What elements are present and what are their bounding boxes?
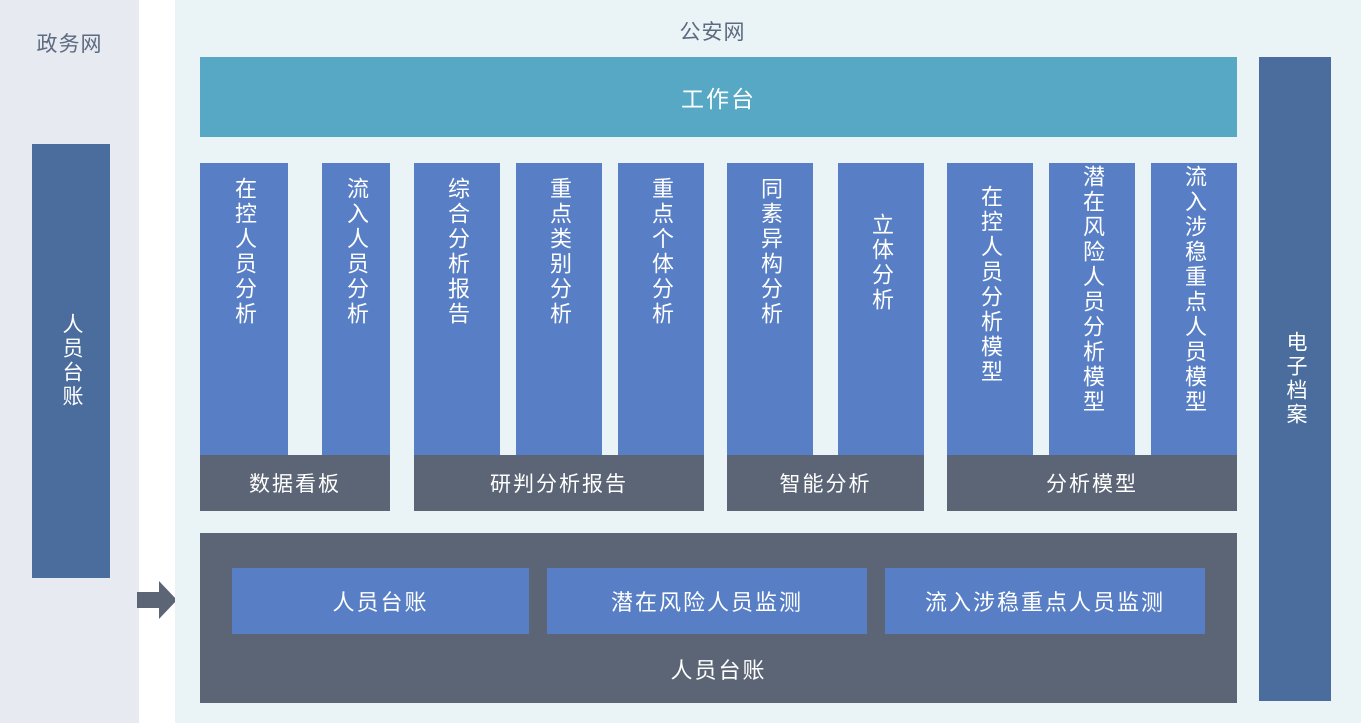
module-group-cards: 综合分析报告 重点类别分析 重点个体分析 — [414, 163, 704, 455]
personnel-ledger-tiles: 人员台账 潜在风险人员监测 流入涉稳重点人员监测 — [232, 568, 1205, 634]
module-card[interactable]: 综合分析报告 — [414, 163, 500, 455]
module-card[interactable]: 流入人员分析 — [322, 163, 390, 455]
module-group-cards: 在控人员分析模型 潜在风险人员分析模型 流入涉稳重点人员模型 — [947, 163, 1237, 455]
module-group-intelligent-analysis: 同素异构分析 立体分析 智能分析 — [727, 163, 924, 511]
module-group-footer: 分析模型 — [947, 455, 1237, 511]
public-security-network-panel: 公安网 工作台 在控人员分析 流入人员分析 数据看板 综合分析报告 重点类别分析… — [175, 0, 1361, 723]
module-group-footer: 数据看板 — [200, 455, 390, 511]
module-card[interactable]: 同素异构分析 — [727, 163, 813, 455]
personnel-ledger-section: 人员台账 潜在风险人员监测 流入涉稳重点人员监测 人员台账 — [200, 533, 1237, 703]
module-group-cards: 在控人员分析 流入人员分析 — [200, 163, 390, 455]
module-card[interactable]: 立体分析 — [838, 163, 924, 455]
module-group-cards: 同素异构分析 立体分析 — [727, 163, 924, 455]
ledger-tile[interactable]: 潜在风险人员监测 — [547, 568, 867, 634]
module-group-judgment-report: 综合分析报告 重点类别分析 重点个体分析 研判分析报告 — [414, 163, 704, 511]
module-card[interactable]: 重点个体分析 — [618, 163, 704, 455]
module-groups-row: 在控人员分析 流入人员分析 数据看板 综合分析报告 重点类别分析 重点个体分析 … — [200, 163, 1237, 511]
module-group-footer: 研判分析报告 — [414, 455, 704, 511]
ledger-tile[interactable]: 人员台账 — [232, 568, 529, 634]
workbench-bar[interactable]: 工作台 — [200, 57, 1237, 137]
personnel-ledger-caption: 人员台账 — [670, 658, 767, 683]
electronic-archive-bar[interactable]: 电子档案 — [1259, 57, 1331, 701]
module-card[interactable]: 潜在风险人员分析模型 — [1049, 163, 1135, 455]
ledger-tile[interactable]: 流入涉稳重点人员监测 — [885, 568, 1205, 634]
public-security-network-title: 公安网 — [679, 21, 746, 44]
module-card[interactable]: 在控人员分析 — [200, 163, 288, 455]
module-group-data-dashboard: 在控人员分析 流入人员分析 数据看板 — [200, 163, 390, 511]
module-group-footer: 智能分析 — [727, 455, 924, 511]
government-network-title: 政务网 — [36, 33, 103, 56]
government-network-panel: 政务网 人员台账 — [0, 0, 139, 723]
module-card[interactable]: 在控人员分析模型 — [947, 163, 1033, 455]
government-personnel-ledger-bar[interactable]: 人员台账 — [32, 144, 110, 578]
arrow-right-icon — [137, 581, 177, 619]
module-card[interactable]: 重点类别分析 — [516, 163, 602, 455]
module-group-analysis-model: 在控人员分析模型 潜在风险人员分析模型 流入涉稳重点人员模型 分析模型 — [947, 163, 1237, 511]
module-card[interactable]: 流入涉稳重点人员模型 — [1151, 163, 1237, 455]
